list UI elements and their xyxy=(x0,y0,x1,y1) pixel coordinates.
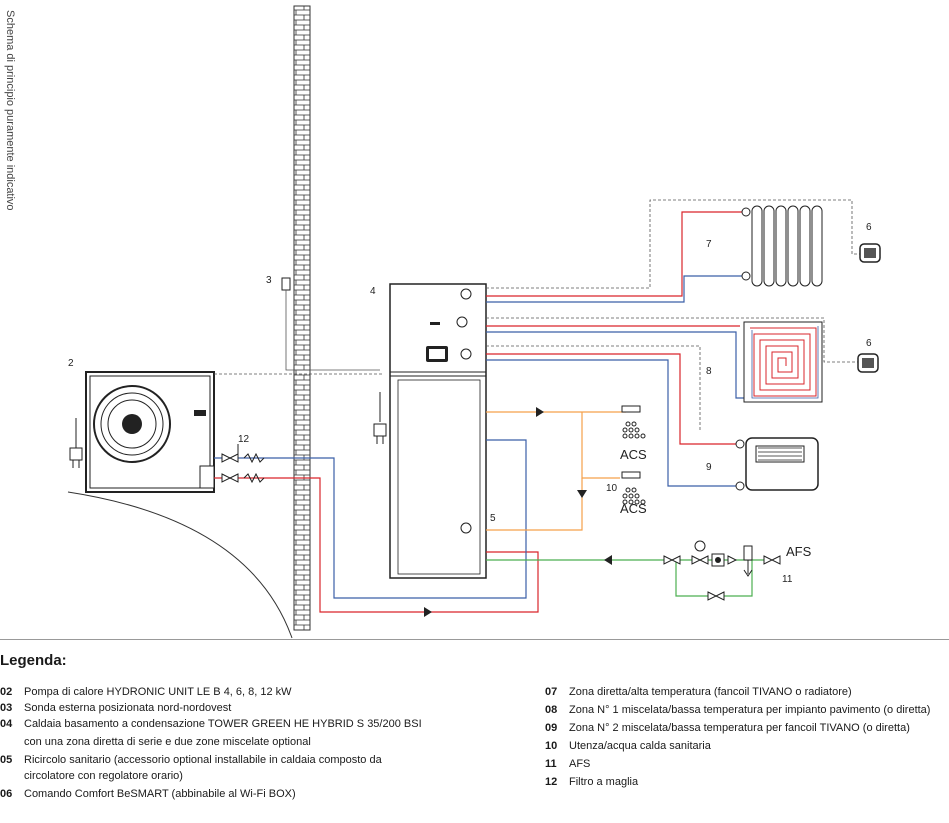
legend-text: con una zona diretta di serie e due zone… xyxy=(24,736,311,748)
legend-item: 04 Caldaia basamento a condensazione TOWE… xyxy=(0,716,422,732)
heat-pump-unit xyxy=(69,371,215,493)
dhw-tap-2 xyxy=(621,471,646,505)
label-afs: AFS xyxy=(786,544,812,559)
mesh-filter-group xyxy=(221,444,265,484)
label-4: 4 xyxy=(370,286,376,297)
pipe-zone9-return xyxy=(486,359,740,487)
legend-item: 07 Zona diretta/alta temperatura (fancoil… xyxy=(545,684,930,700)
legend-text: Sonda esterna posizionata nord-nordovest xyxy=(24,702,232,714)
ground-curve xyxy=(67,491,293,639)
signal-zone8 xyxy=(486,317,858,363)
legend-right: 07 Zona diretta/alta temperatura (fancoil… xyxy=(545,684,930,790)
label-acs-2: ACS xyxy=(620,501,647,516)
legend-num: 11 xyxy=(545,758,557,770)
fancoil-unit xyxy=(735,437,819,491)
dhw-tap-1 xyxy=(621,405,646,439)
legend-num: 02 xyxy=(0,686,13,698)
legend-num xyxy=(0,768,24,784)
label-12: 12 xyxy=(238,434,250,445)
comfort-control-zone8 xyxy=(857,353,879,373)
legend-num: 03 xyxy=(0,702,13,714)
pipe-zone8-return xyxy=(486,331,744,399)
pipe-dhw-recirc xyxy=(486,478,583,531)
label-6a: 6 xyxy=(866,222,872,233)
legend-text: Pompa di calore HYDRONIC UNIT LE B 4, 6,… xyxy=(24,686,292,698)
legend-title: Legenda: xyxy=(0,652,67,669)
label-7: 7 xyxy=(706,239,712,250)
outdoor-sensor xyxy=(281,277,380,371)
legend-item: 02 Pompa di calore HYDRONIC UNIT LE B 4, … xyxy=(0,684,422,700)
label-acs-1: ACS xyxy=(620,447,647,462)
legend-num: 12 xyxy=(545,776,558,788)
legend-item: 06 Comando Comfort BeSMART (abbinabile al… xyxy=(0,786,422,802)
legend-item: con una zona diretta di serie e due zone… xyxy=(0,734,422,750)
pipe-heatpump-return xyxy=(214,439,527,599)
label-2: 2 xyxy=(68,358,74,369)
signal-zone7 xyxy=(486,199,860,289)
label-11: 11 xyxy=(782,574,793,585)
pipe-zone7-flow xyxy=(486,211,746,297)
legend-item: 09 Zona N° 2 miscelata/bassa temperatura … xyxy=(545,720,930,736)
legend-num: 06 xyxy=(0,788,13,800)
legend-item: circolatore con regolatore orario) xyxy=(0,768,422,784)
pipe-zone7-return xyxy=(486,275,746,303)
legend-text: Zona N° 2 miscelata/bassa temperatura pe… xyxy=(569,722,910,734)
floor-heating-coil xyxy=(743,321,823,403)
comfort-control-zone7 xyxy=(859,243,881,263)
label-9: 9 xyxy=(706,462,712,473)
legend-text: Utenza/acqua calda sanitaria xyxy=(569,740,711,752)
legend-text: Zona N° 1 miscelata/bassa temperatura pe… xyxy=(569,704,931,716)
flow-arrow-recirc xyxy=(577,490,587,498)
legend-text: circolatore con regolatore orario) xyxy=(24,770,183,782)
legend-num xyxy=(0,734,24,750)
flow-arrow-mains xyxy=(604,555,612,565)
legend-item: 11 AFS xyxy=(545,756,930,772)
legend-num: 10 xyxy=(545,740,558,752)
label-8: 8 xyxy=(706,366,712,377)
label-3: 3 xyxy=(266,275,272,286)
legend-text: Zona diretta/alta temperatura (fancoil T… xyxy=(569,686,852,698)
legend-text: Filtro a maglia xyxy=(569,776,639,788)
legend-text: Comando Comfort BeSMART (abbinabile al W… xyxy=(24,788,296,800)
legend-text: AFS xyxy=(569,758,591,770)
legend-num: 07 xyxy=(545,686,558,698)
legend-num: 09 xyxy=(545,722,558,734)
mains-valve-group xyxy=(663,540,781,601)
legend-item: 08 Zona N° 1 miscelata/bassa temperatura … xyxy=(545,702,930,718)
flow-arrow-dhw xyxy=(536,407,544,417)
label-10: 10 xyxy=(606,483,618,494)
legend-item: 10 Utenza/acqua calda sanitaria xyxy=(545,738,930,754)
legend-num: 05 xyxy=(0,754,13,766)
label-5: 5 xyxy=(490,513,496,524)
radiator xyxy=(741,205,823,287)
label-6b: 6 xyxy=(866,338,872,349)
legend-text: Ricircolo sanitario (accessorio optional… xyxy=(24,754,382,766)
legend-item: 03 Sonda esterna posizionata nord-nordove… xyxy=(0,700,422,716)
legend-left: 02 Pompa di calore HYDRONIC UNIT LE B 4, … xyxy=(0,684,422,802)
flow-arrow-bottom xyxy=(424,607,432,617)
legend-num: 04 xyxy=(0,718,13,730)
hydraulic-diagram: 2 3 4 5 6 6 7 8 9 10 11 12 ACS ACS AFS xyxy=(0,5,949,640)
boiler-tower xyxy=(373,283,487,579)
legend-num: 08 xyxy=(545,704,558,716)
signal-zone9 xyxy=(486,345,701,432)
brick-wall xyxy=(293,5,311,631)
pipe-zone9-flow xyxy=(486,353,740,445)
legend-text: Caldaia basamento a condensazione TOWER … xyxy=(24,718,422,730)
pipe-dhw-branch xyxy=(581,412,620,479)
legend-item: 12 Filtro a maglia xyxy=(545,774,930,790)
pipe-heatpump-flow xyxy=(214,477,539,613)
legend-item: 05 Ricircolo sanitario (accessorio option… xyxy=(0,752,422,768)
